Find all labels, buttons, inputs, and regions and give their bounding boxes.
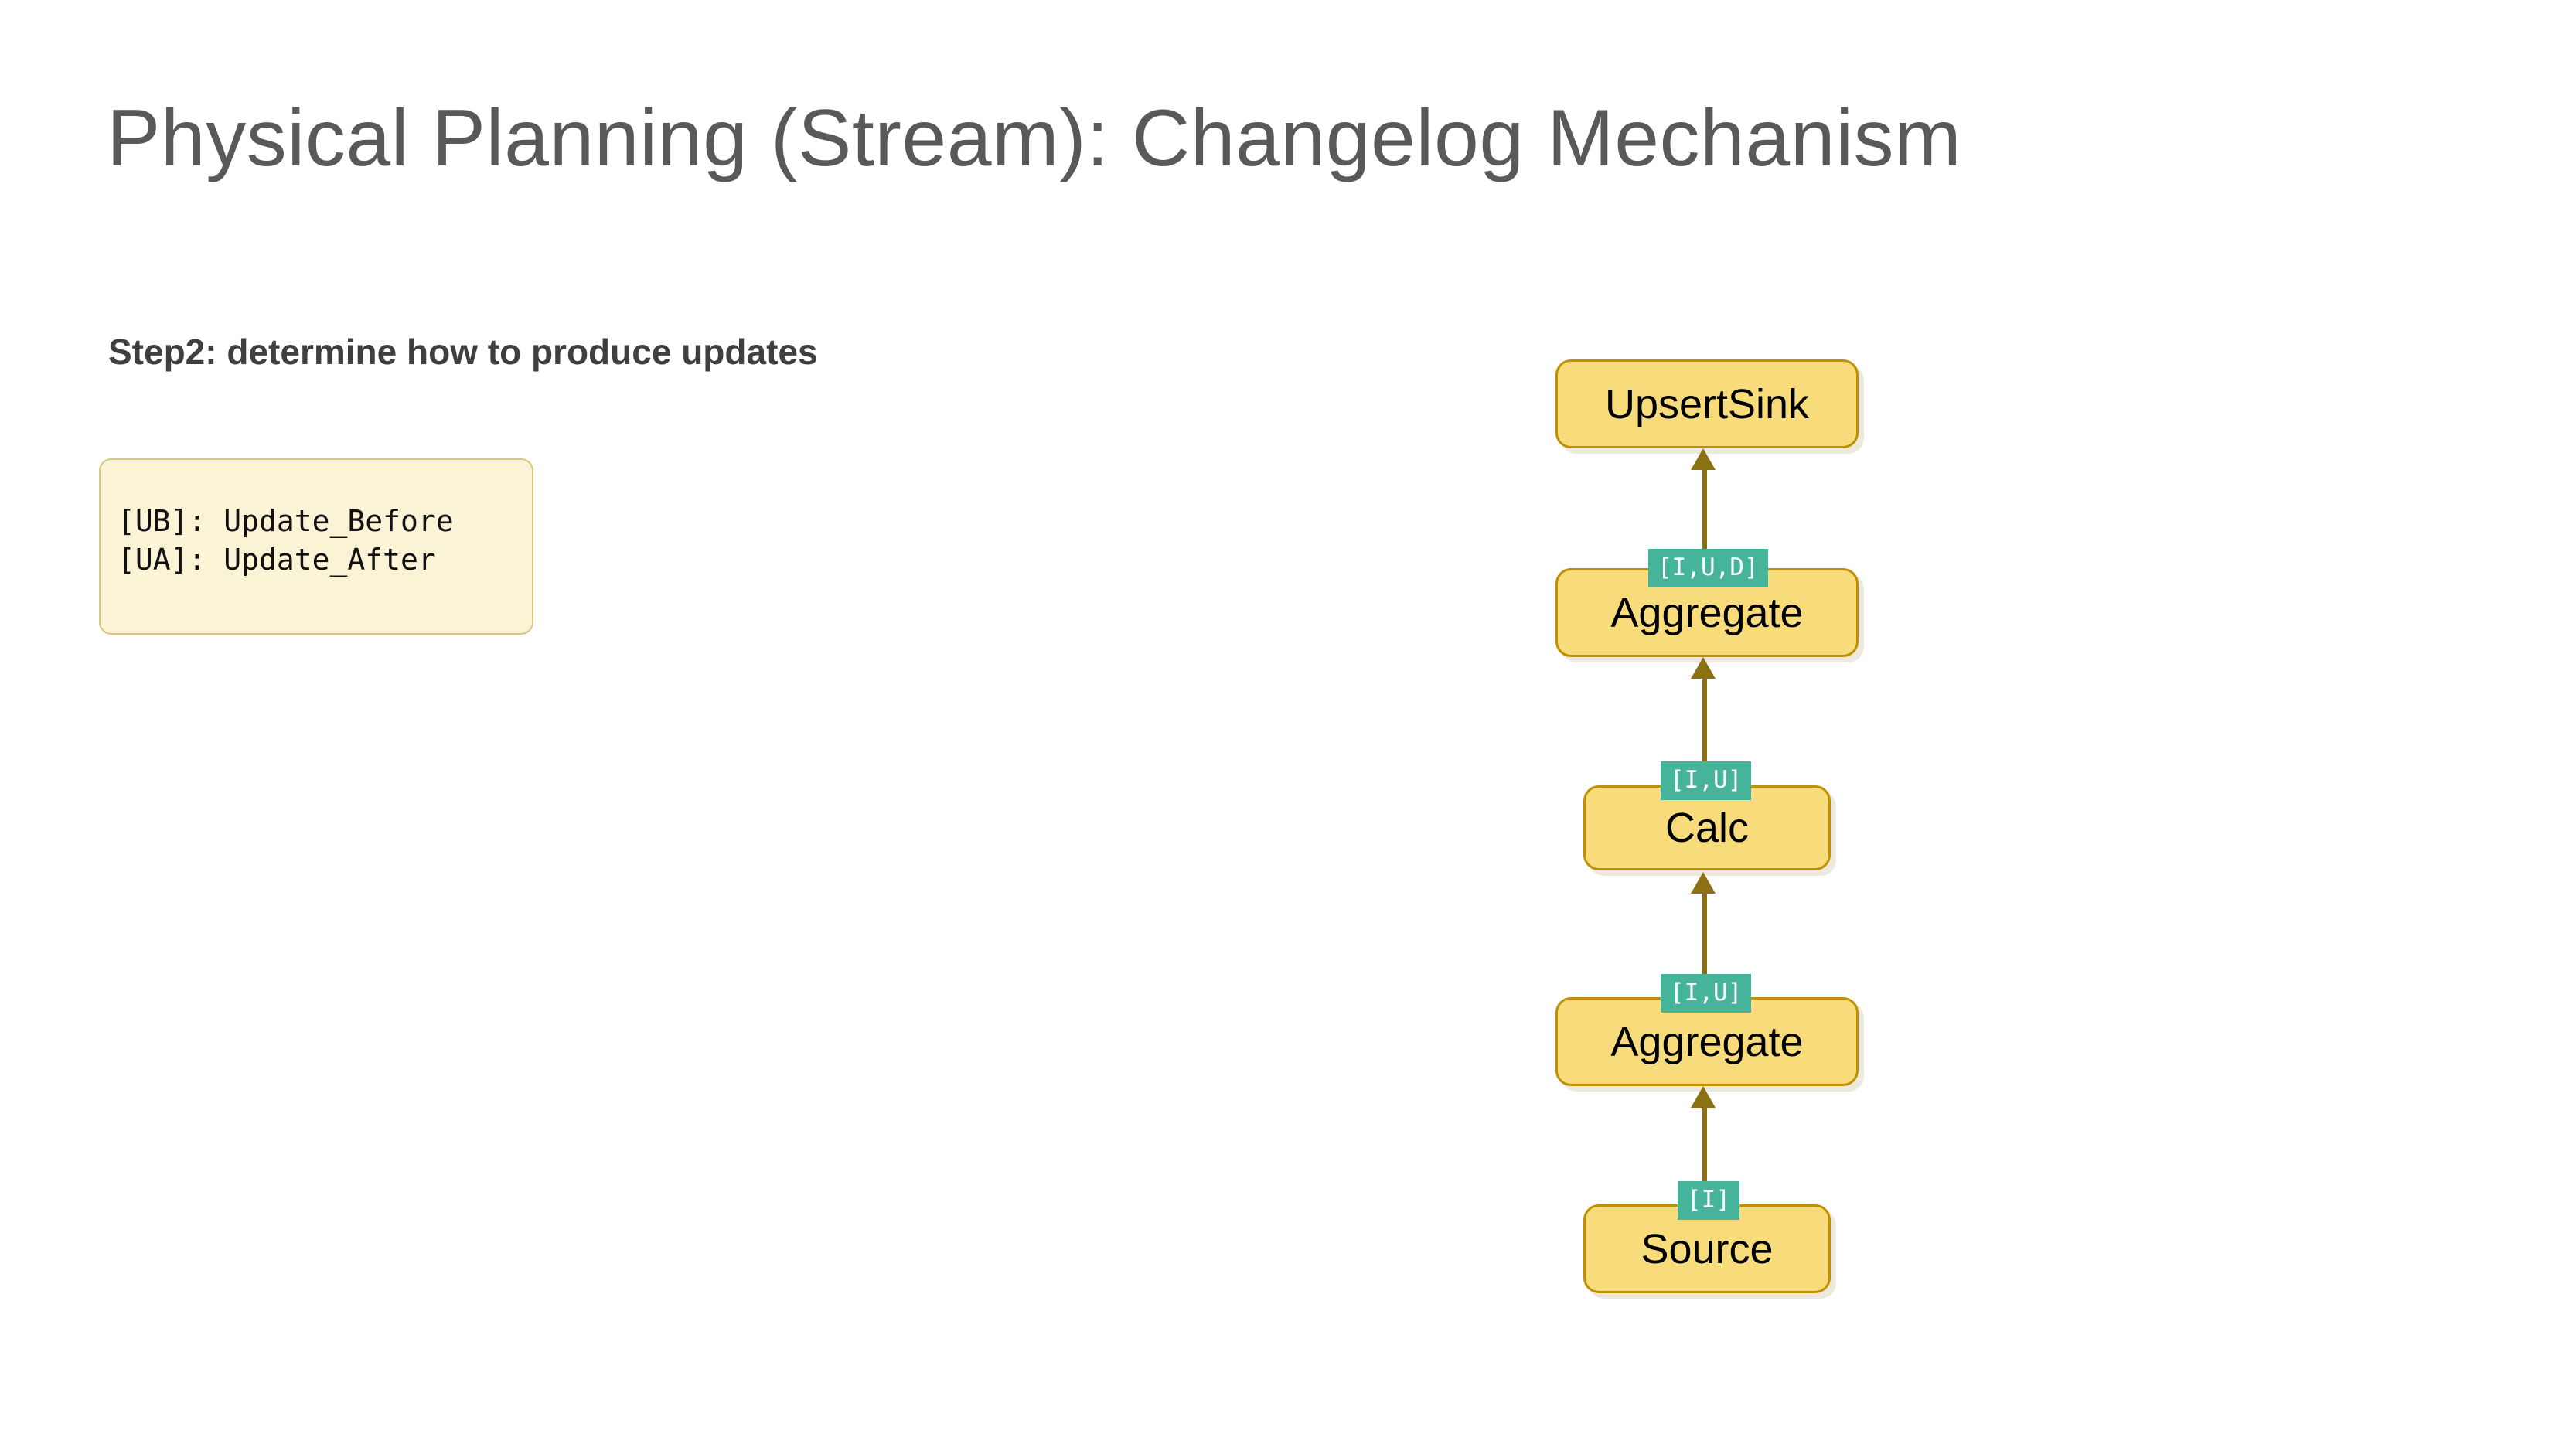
arrowhead-aggregate-bottom-to-calc — [1691, 872, 1716, 894]
edge-aggregate-bottom-to-calc — [1702, 887, 1707, 984]
step-heading: Step2: determine how to produce updates — [108, 332, 818, 372]
changelog-tag-source-to-aggregate-bottom: [I] — [1678, 1181, 1739, 1220]
arrowhead-source-to-aggregate-bottom — [1691, 1086, 1716, 1108]
node-calc-label: Calc — [1665, 805, 1750, 851]
legend-line-update-after: [UA]: Update_After — [118, 543, 436, 577]
edge-aggregate-top-to-upsertsink — [1702, 464, 1707, 563]
changelog-tag-aggregate-top-to-upsertsink: [I,U,D] — [1648, 549, 1768, 587]
changelog-tag-aggregate-bottom-to-calc: [I,U] — [1661, 974, 1752, 1013]
changelog-tag-calc-to-aggregate-top: [I,U] — [1661, 761, 1752, 800]
legend-box: [UB]: Update_Before [UA]: Update_After — [99, 458, 533, 635]
node-upsertsink-label: UpsertSink — [1604, 380, 1810, 427]
node-upsertsink[interactable]: UpsertSink — [1555, 359, 1859, 448]
arrowhead-aggregate-top-to-upsertsink — [1691, 448, 1716, 470]
edge-source-to-aggregate-bottom — [1702, 1102, 1707, 1200]
node-aggregate-bottom-label: Aggregate — [1610, 1018, 1804, 1065]
node-aggregate-bottom[interactable]: Aggregate — [1555, 997, 1859, 1086]
node-source-label: Source — [1641, 1225, 1774, 1272]
arrowhead-calc-to-aggregate-top — [1691, 657, 1716, 679]
page-title: Physical Planning (Stream): Changelog Me… — [107, 94, 1962, 183]
legend-line-update-before: [UB]: Update_Before — [118, 504, 454, 538]
edge-calc-to-aggregate-top — [1702, 673, 1707, 771]
node-aggregate-top-label: Aggregate — [1610, 589, 1804, 636]
